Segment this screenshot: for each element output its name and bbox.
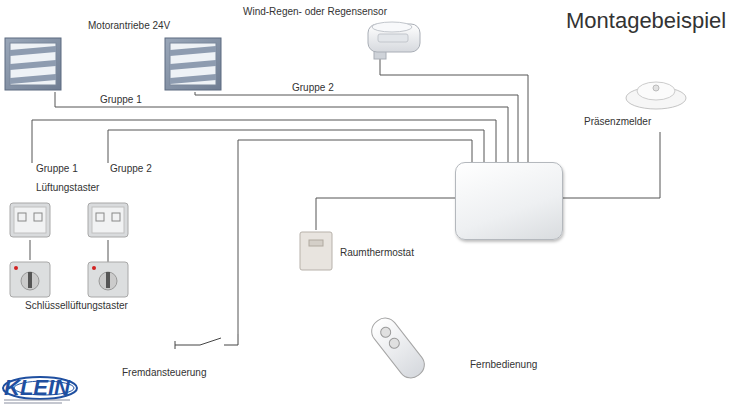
wire-label: Gruppe 2 <box>292 82 334 94</box>
presence-detector-node: Präsenzmelder <box>580 66 692 132</box>
node-label: Raumthermostat <box>340 247 414 259</box>
diagram-title: Montagebeispiel <box>566 8 726 34</box>
key-switch <box>10 262 50 297</box>
control-unit <box>455 162 563 240</box>
wire <box>108 240 109 262</box>
external-control-node: Fremdansteuerung <box>118 334 240 380</box>
wire-connector <box>108 130 484 163</box>
rain-sensor <box>368 22 420 59</box>
node-label: Fremdansteuerung <box>122 367 207 379</box>
key-switch <box>88 262 128 297</box>
remote-node: Fernbedienung <box>360 312 540 382</box>
wire-connector <box>238 140 472 334</box>
wire-connector <box>195 92 518 162</box>
wire-connector <box>32 120 496 163</box>
node-label: Schlüssellüftungstaster <box>25 300 128 312</box>
thermostat-node: Raumthermostat <box>298 230 413 274</box>
button-node: Gruppe 2 <box>88 163 148 240</box>
wire-label: Gruppe 1 <box>100 94 142 106</box>
wire-connector <box>55 92 508 162</box>
node-label: Gruppe 2 <box>110 163 152 175</box>
window-motor <box>5 38 61 90</box>
node-label: Wind-Regen- oder Regensensor <box>243 6 387 18</box>
node-label: Fernbedienung <box>470 359 537 371</box>
logo-text: KLEIN <box>4 375 70 401</box>
wire-connector <box>316 198 455 230</box>
room-thermostat <box>300 232 332 270</box>
rain-sensor-node: Wind-Regen- oder Regensensor <box>240 2 425 58</box>
presence-detector <box>626 82 686 109</box>
node-label: Lüftungstaster <box>36 182 99 194</box>
wire-connector <box>563 132 660 198</box>
switch-contact <box>175 334 238 349</box>
window-motor <box>165 38 221 90</box>
remote-control <box>367 313 429 383</box>
wire-connector <box>380 58 528 162</box>
ventilation-button <box>10 203 50 237</box>
wire-connector <box>30 240 31 260</box>
node-label: Motorantriebe 24V <box>88 20 170 32</box>
node-label: Präsenzmelder <box>584 116 651 128</box>
node-label: Gruppe 1 <box>36 163 78 175</box>
motor-group: Motorantriebe 24V <box>0 8 232 92</box>
key-switch-node: Schlüssellüftungstaster <box>8 260 148 315</box>
ventilation-button <box>88 203 128 237</box>
button-node: Gruppe 1Lüftungstaster <box>8 163 90 240</box>
